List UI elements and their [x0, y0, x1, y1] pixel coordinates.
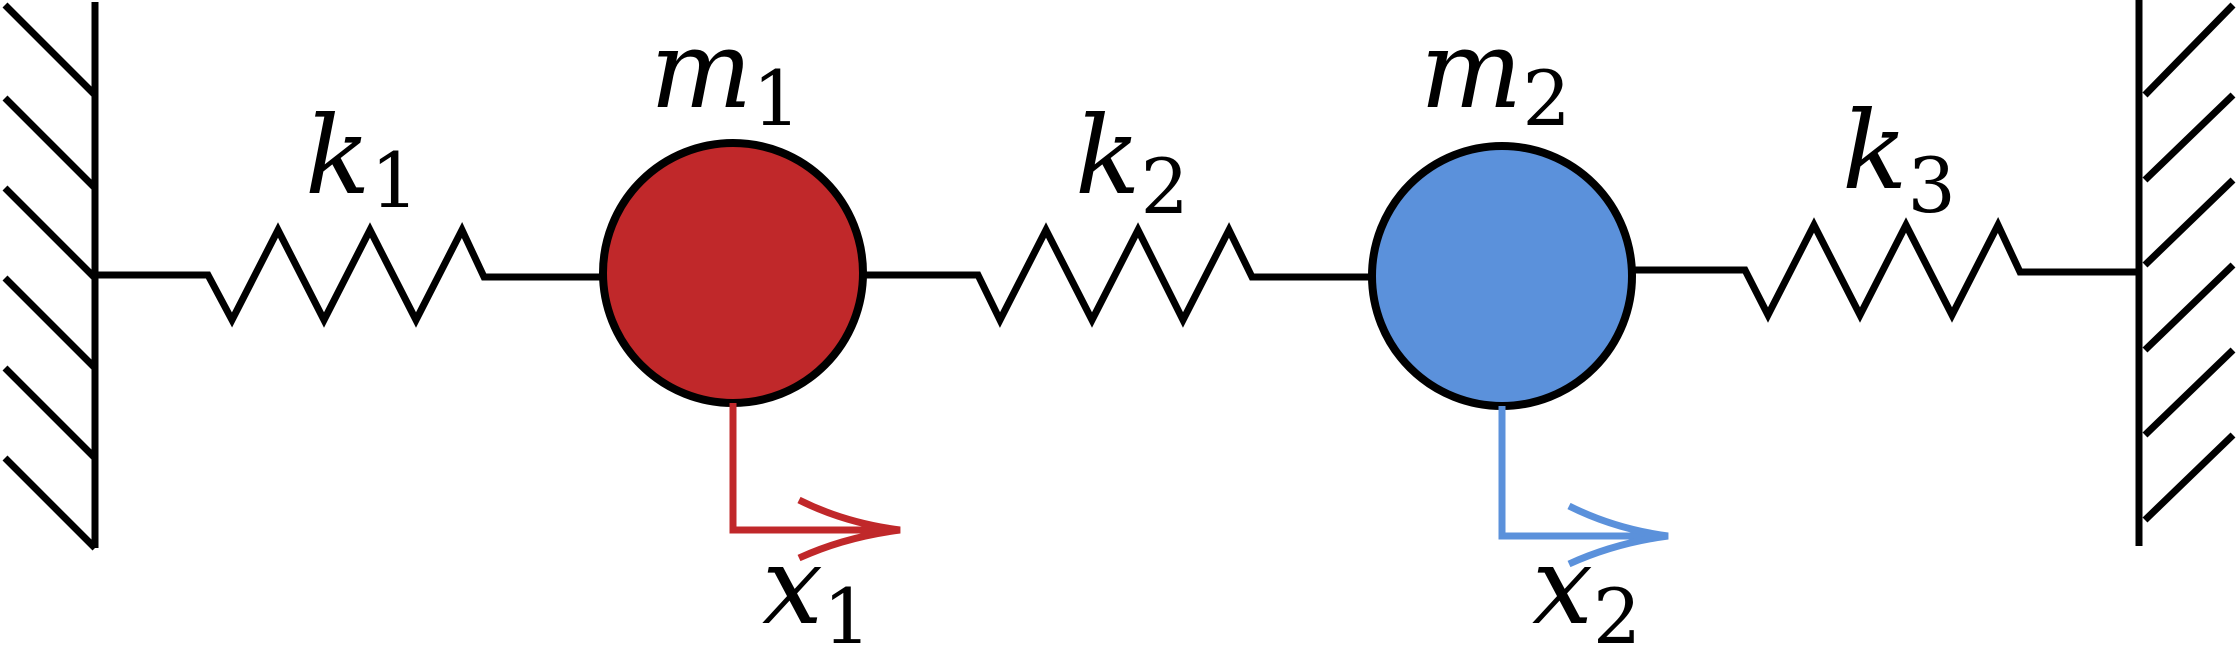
label-m1: m1 [650, 8, 801, 143]
displacement-x2-arrow-icon [1498, 406, 1669, 568]
displacement-x1-arrow-icon [729, 403, 901, 562]
spring-k3-icon [1630, 217, 2139, 323]
spring-k1-icon [95, 222, 600, 328]
label-k2: k2 [1075, 94, 1189, 231]
label-x1: x1 [762, 524, 871, 657]
right-wall-icon [2135, 0, 2236, 546]
label-k1: k1 [305, 94, 419, 225]
label-m2: m2 [1420, 8, 1571, 143]
mass-1 [599, 139, 867, 407]
spring-k2-icon [862, 222, 1372, 328]
mass-2 [1368, 142, 1636, 410]
left-wall-icon [2, 2, 99, 551]
label-k3: k3 [1842, 89, 1956, 230]
label-x2: x2 [1532, 524, 1641, 657]
